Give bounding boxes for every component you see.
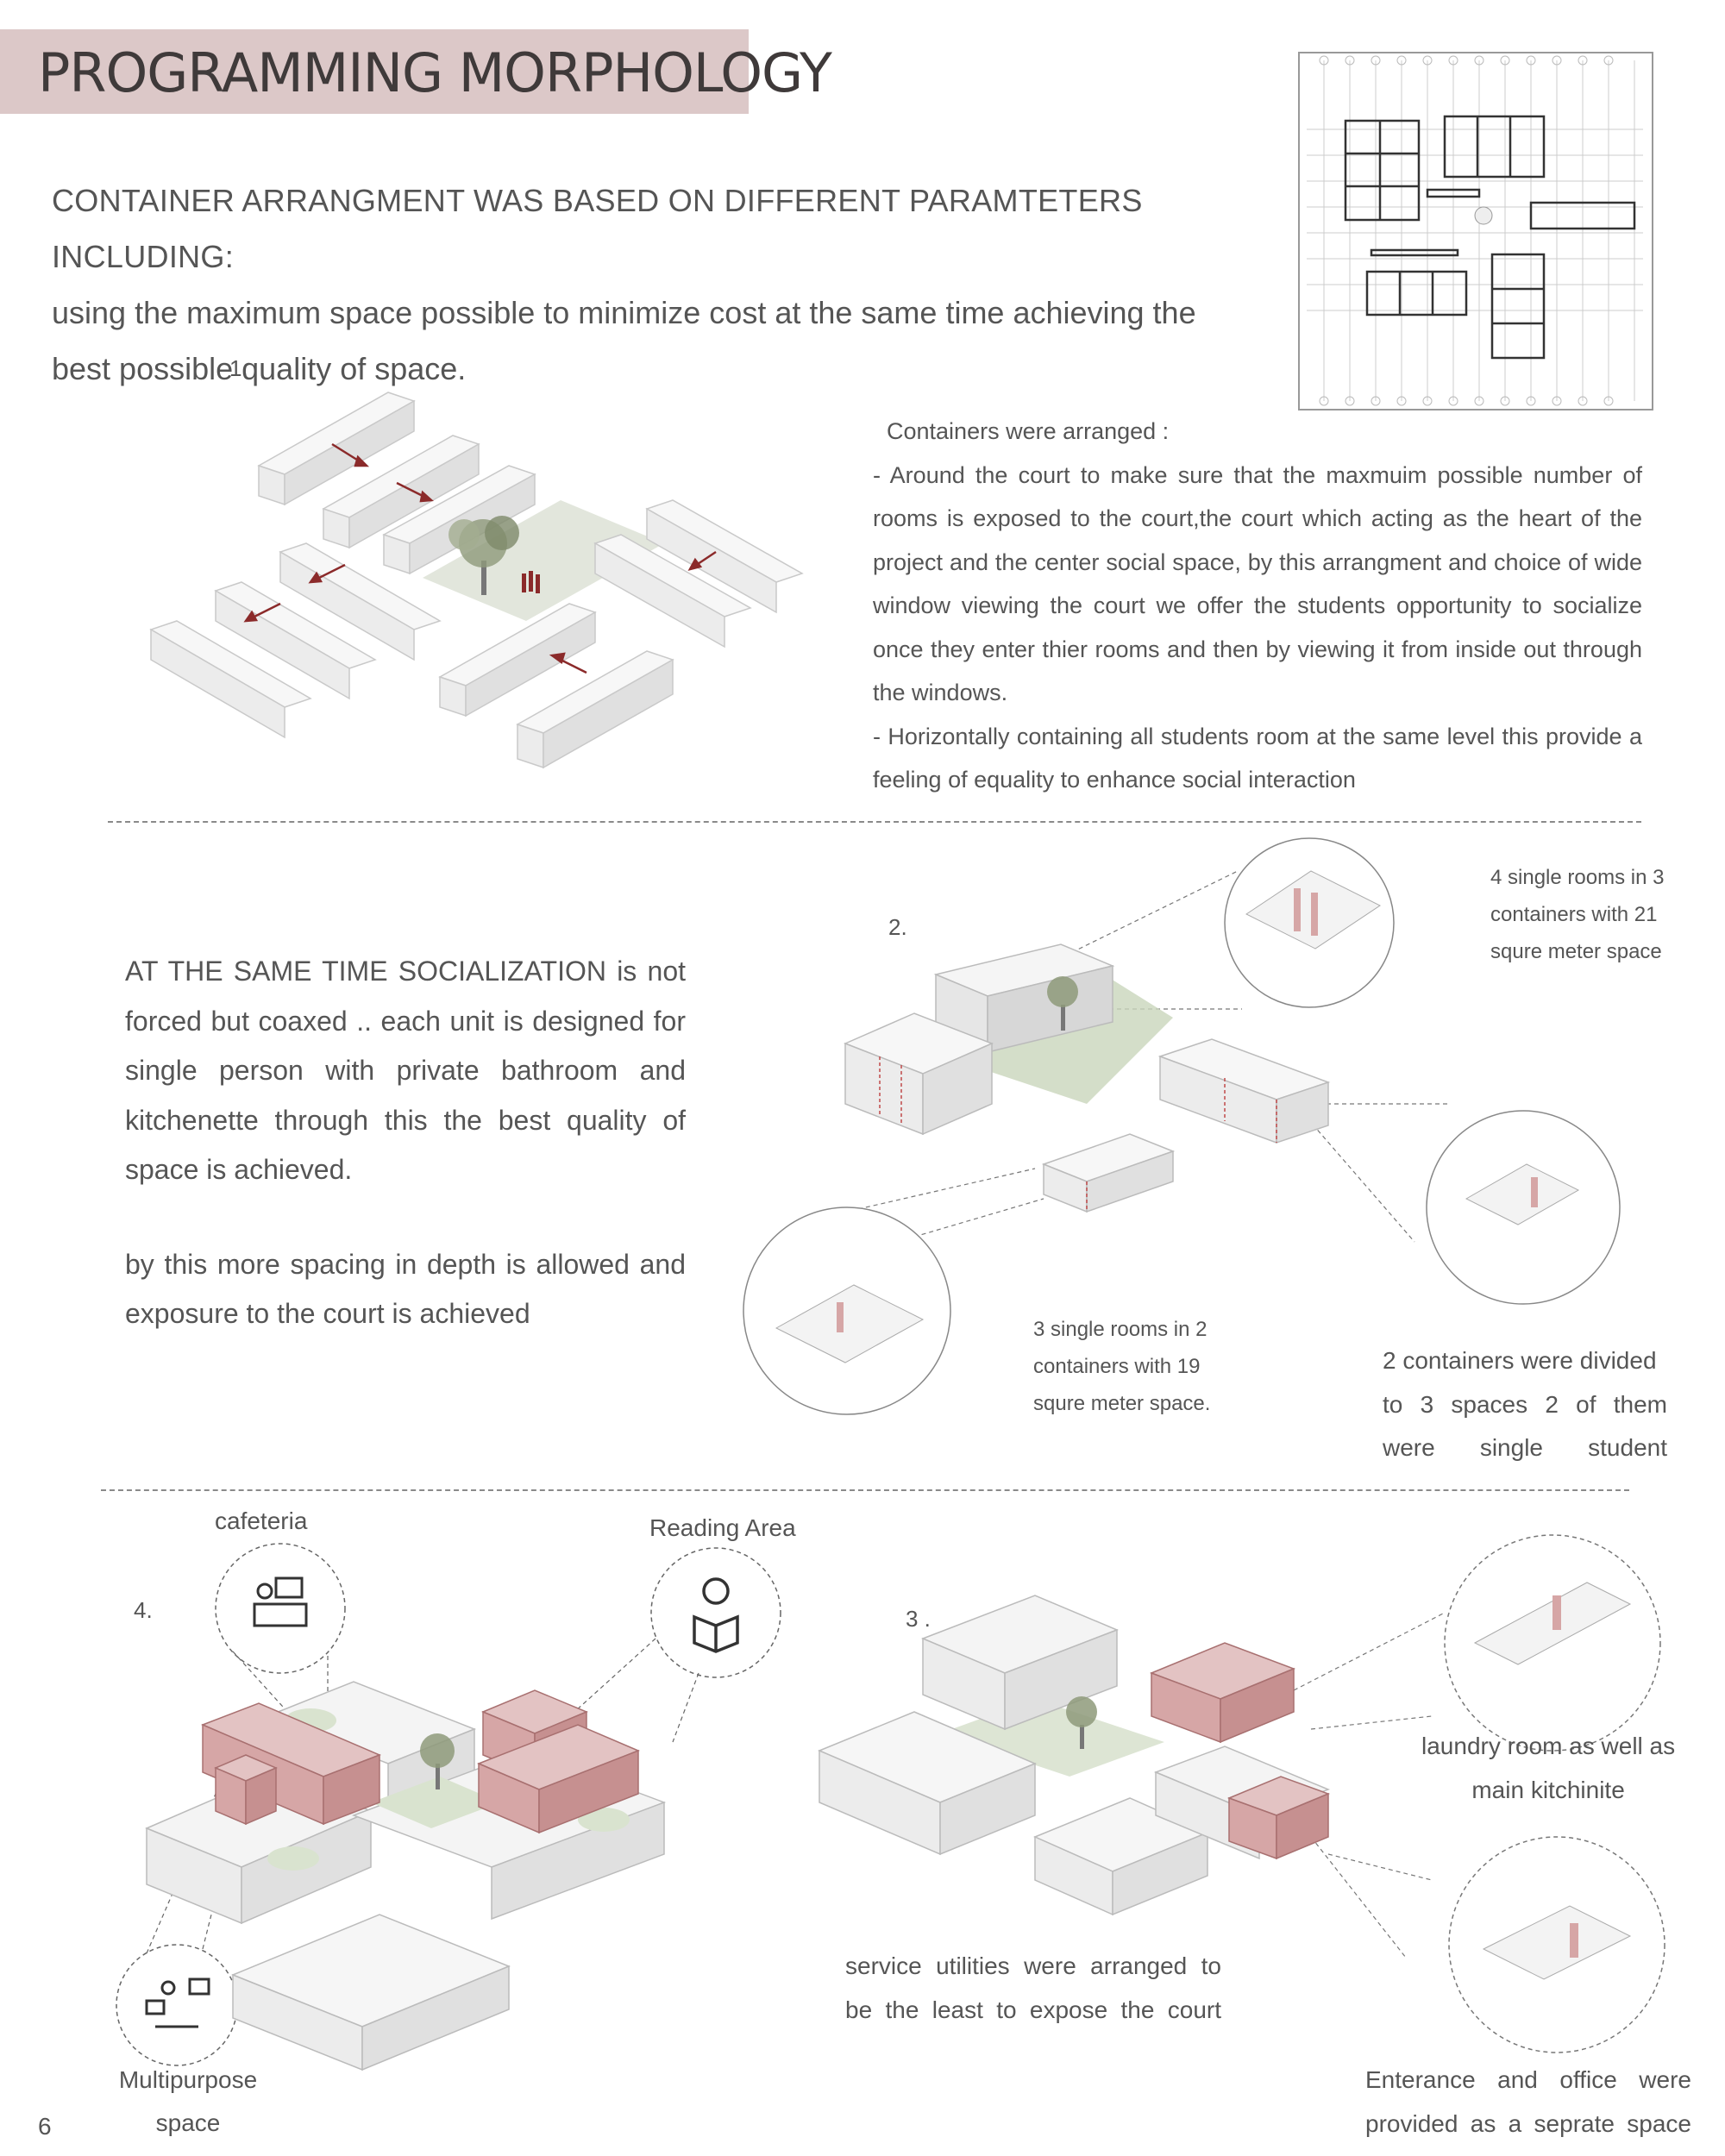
page-number: 6 [38,2113,52,2140]
section-2-diagram [743,837,1621,1415]
intro-line-2: using the maximum space possible to mini… [52,295,1196,330]
section-2-number: 2. [888,914,907,940]
section-1-diagram [149,392,804,769]
cafeteria-icon [253,1576,308,1627]
section-1-text: Containers were arranged : - Around the … [873,410,1642,802]
section-1-para-1: - Around the court to make sure that the… [873,461,1642,706]
section-4-diagram [116,1543,781,2071]
section-1-number: 1. [229,355,248,381]
callout-3-rooms: 3 single rooms in 2 containers with 19 s… [1033,1318,1211,1415]
divider-2 [101,1489,1629,1491]
entrance-text: Enterance and office were provided as a … [1365,2066,1691,2137]
cafeteria-label: cafeteria [215,1507,308,1534]
section-2-text-2: by this more spacing in depth is allowed… [125,1248,686,1330]
reading-area-label: Reading Area [649,1514,796,1541]
multipurpose-label: Multipurpose space [118,2066,258,2136]
title-band [0,29,749,114]
laundry-label: laundry room as well as main kitchinite [1421,1733,1676,1803]
section-2-text: AT THE SAME TIME SOCIALIZATION is not fo… [125,947,686,1339]
callout-4-rooms: 4 single rooms in 3 containers with 21 s… [1490,866,1665,963]
section-1-heading: Containers were arranged : [887,418,1170,444]
intro-line-1: CONTAINER ARRANGMENT WAS BASED ON DIFFER… [52,183,1143,274]
site-plan [1298,52,1653,411]
multipurpose-icon [145,1977,210,2028]
section-3-number: 3 . [906,1606,931,1632]
section-1-para-2: - Horizontally containing all students r… [873,723,1642,793]
intro-line-3: best possible quality of space. [52,351,467,386]
callout-2-containers: 2 containers were divided to 3 spaces 2 … [1383,1347,1667,1461]
section-3-diagram [818,1534,1665,2053]
service-utilities-text: service utilities were arranged to be th… [845,1952,1221,2023]
intro-text: CONTAINER ARRANGMENT WAS BASED ON DIFFER… [52,172,1259,397]
divider-1 [108,821,1641,823]
tree-icon [448,516,519,595]
reading-icon [693,1577,739,1653]
section-2-text-1: AT THE SAME TIME SOCIALIZATION is not fo… [125,956,686,1185]
section-4-number: 4. [134,1597,153,1623]
page-title: PROGRAMMING MORPHOLOGY [38,41,832,104]
